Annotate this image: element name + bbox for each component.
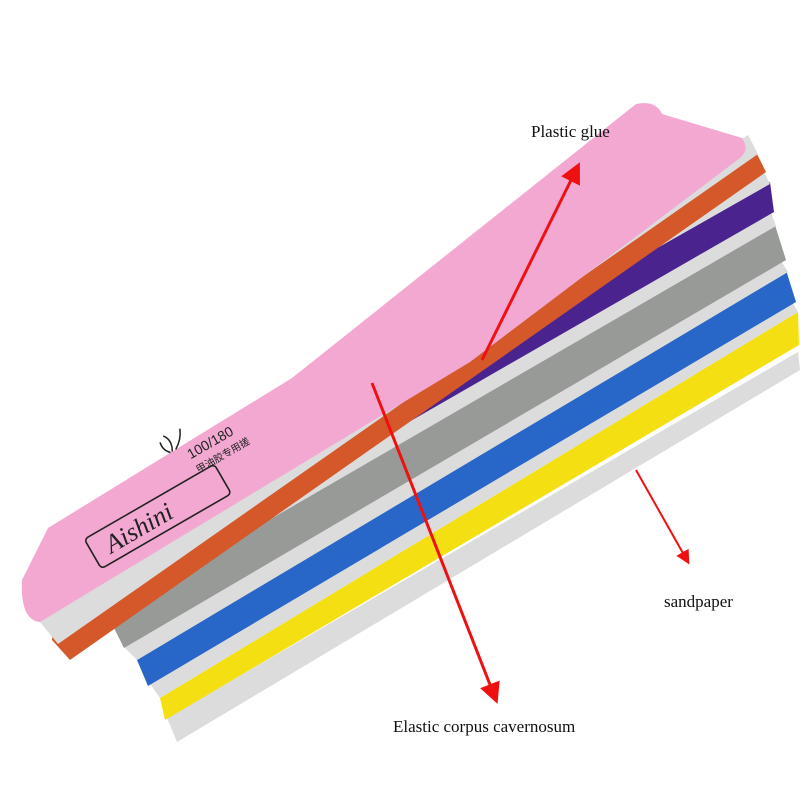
file-layer-gray-foam	[123, 256, 788, 660]
label-sandpaper: sandpaper	[664, 592, 733, 611]
label-elastic-corpus-cavernosum: Elastic corpus cavernosum	[393, 717, 576, 736]
file-layer-yellow-foam	[167, 352, 800, 742]
file-layer-gray	[107, 225, 786, 648]
arrow-sandpaper	[635, 469, 690, 565]
file-layer-yellow	[160, 312, 799, 720]
file-layer-blue-foam	[150, 298, 798, 698]
file-layer-pink	[21, 103, 746, 623]
arrow-elastic-corpus	[370, 382, 500, 704]
label-plastic-glue: Plastic glue	[531, 122, 610, 141]
file-layer-blue	[137, 270, 796, 686]
arrow-plastic-glue	[480, 162, 580, 361]
file-layer-orange	[52, 150, 766, 660]
